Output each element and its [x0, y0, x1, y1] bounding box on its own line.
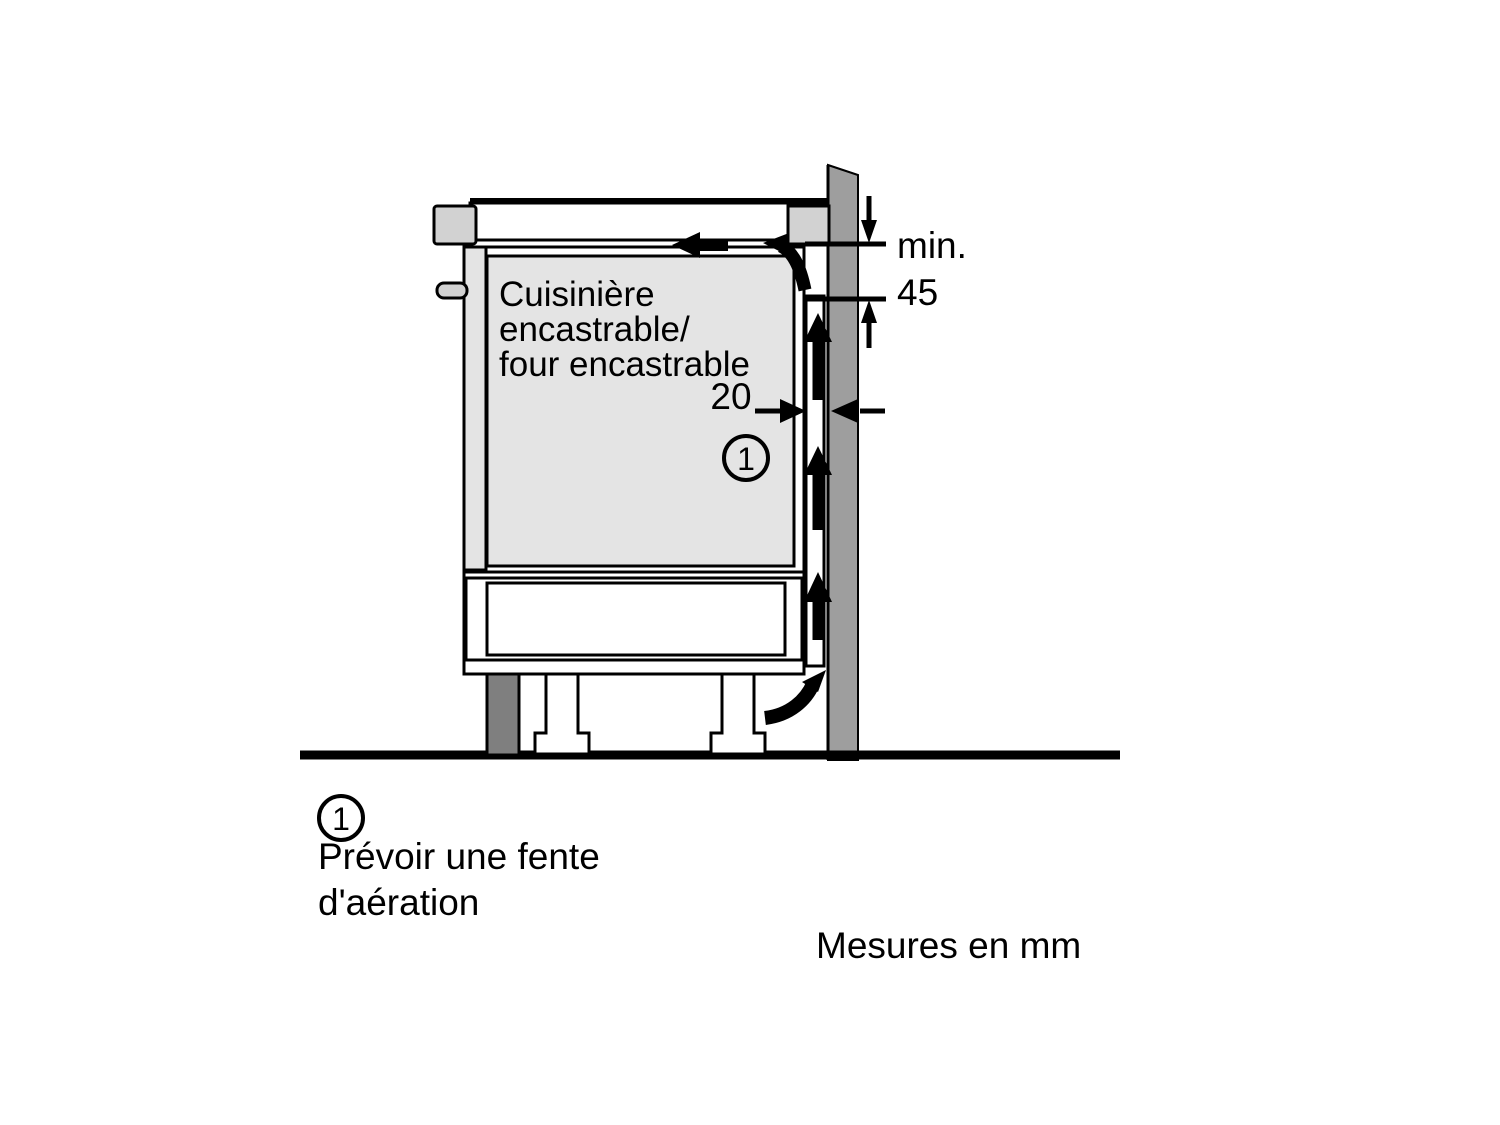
oven-door-front-panel	[462, 245, 488, 572]
airflow-arrows-group	[672, 232, 832, 725]
wall	[827, 163, 859, 761]
worktop-group	[432, 198, 831, 246]
wall-group	[826, 163, 859, 761]
drawing-marker-1-circle	[722, 434, 770, 482]
worktop-left-endcap	[432, 204, 478, 246]
appliance-label-line-3: four encastrable	[499, 345, 750, 384]
legend-marker-number: 1	[332, 801, 350, 837]
dim-20-value-label: 20	[710, 376, 751, 417]
dim-45-prefix-label: min.	[897, 225, 967, 266]
worktop-body	[468, 201, 830, 242]
dim-45-arrow-up	[861, 300, 877, 348]
drawing-marker-1-number: 1	[737, 441, 755, 477]
appliance-label: Cuisinière encastrable/ four encastrable	[499, 275, 750, 384]
oven-cavity-face	[485, 254, 796, 568]
adjustable-leg-rear	[709, 672, 767, 756]
appliance-label-line-1: Cuisinière	[499, 275, 655, 314]
airflow-up-arrow-3	[804, 572, 832, 640]
dim-20-arrow-left	[831, 399, 858, 423]
adjustable-leg-front	[533, 672, 591, 756]
legend-marker-circle	[317, 794, 365, 842]
oven-door-handle	[435, 281, 469, 300]
drawing-marker-1: 1	[722, 434, 770, 482]
worktop-right-endcap	[786, 204, 831, 246]
dimension-min-45: min. 45	[805, 196, 967, 348]
airflow-up-arrow-2	[804, 446, 832, 530]
dim-20-arrow-right	[780, 399, 806, 423]
dimension-gap-20: 20	[710, 376, 885, 423]
airflow-curved-arrow-top	[763, 233, 812, 292]
legend-text-line-1: Prévoir une fente	[318, 836, 600, 877]
appliance-group	[435, 245, 826, 676]
appliance-label-line-2: encastrable/	[499, 310, 690, 349]
airflow-curved-arrow-bottom	[763, 670, 826, 725]
plinth-block	[485, 672, 521, 757]
dim-45-arrow-down	[861, 196, 877, 243]
legend-text-line-2: d'aération	[318, 882, 479, 923]
lower-drawer-front	[485, 581, 787, 657]
units-note: Mesures en mm	[816, 925, 1081, 966]
airflow-up-arrow-1	[804, 313, 832, 400]
appliance-base-plate	[462, 658, 806, 676]
plinth-and-legs-group	[485, 672, 767, 757]
dim-45-value-label: 45	[897, 272, 938, 313]
airflow-straight-left-arrow	[672, 232, 728, 258]
legend-note: 1 Prévoir une fente d'aération	[317, 794, 600, 923]
